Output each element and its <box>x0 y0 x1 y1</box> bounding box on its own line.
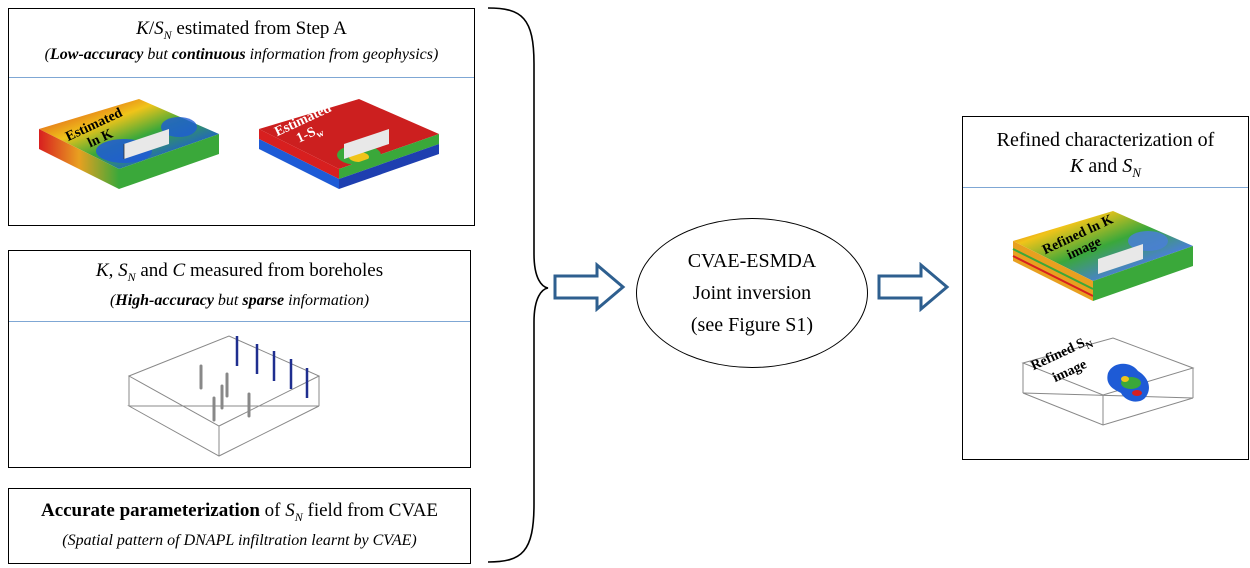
geophysics-panel-subtitle: (Low-accuracy but continuous information… <box>44 46 439 63</box>
arrow-to-result <box>877 262 950 312</box>
borehole-lines-blue <box>235 336 309 398</box>
cvae-panel-subtitle: (Spatial pattern of DNAPL infiltration l… <box>62 532 417 549</box>
result-panel-title: Refined characterization of K and SN <box>996 129 1215 180</box>
geophysics-panel-divider <box>9 77 474 78</box>
boreholes-panel-subtitle: (High-accuracy but sparse information) <box>109 292 370 309</box>
arrow-to-inversion <box>553 262 626 312</box>
cvae-panel-title: Accurate parameterization of SN field fr… <box>40 500 439 524</box>
cvae-esmda-line2: Joint inversion <box>692 282 812 304</box>
cvae-esmda-node: CVAE-ESMDA Joint inversion (see Figure S… <box>636 218 868 368</box>
estimated-lnk-block <box>39 99 219 189</box>
boreholes-panel-divider <box>9 321 470 322</box>
boreholes-panel: K, SN and C measured from boreholes (Hig… <box>8 250 471 468</box>
borehole-domain-wireframe <box>127 335 321 457</box>
cvae-esmda-line3: (see Figure S1) <box>690 314 814 336</box>
geophysics-panel: K/SN estimated from Step A (Low-accuracy… <box>8 8 475 226</box>
result-panel: Refined characterization of K and SN Ref… <box>962 116 1249 460</box>
cvae-esmda-line1: CVAE-ESMDA <box>687 250 817 272</box>
cvae-panel: Accurate parameterization of SN field fr… <box>8 488 471 564</box>
boreholes-panel-title: K, SN and C measured from boreholes <box>95 260 384 284</box>
borehole-lines-grey <box>199 364 251 422</box>
result-panel-divider <box>963 187 1248 188</box>
geophysics-panel-title: K/SN estimated from Step A <box>136 18 347 42</box>
refined-lnk-block <box>1012 211 1193 301</box>
refined-sn-block <box>1021 337 1195 426</box>
grouping-brace <box>487 7 549 563</box>
estimated-sw-block <box>259 99 439 189</box>
